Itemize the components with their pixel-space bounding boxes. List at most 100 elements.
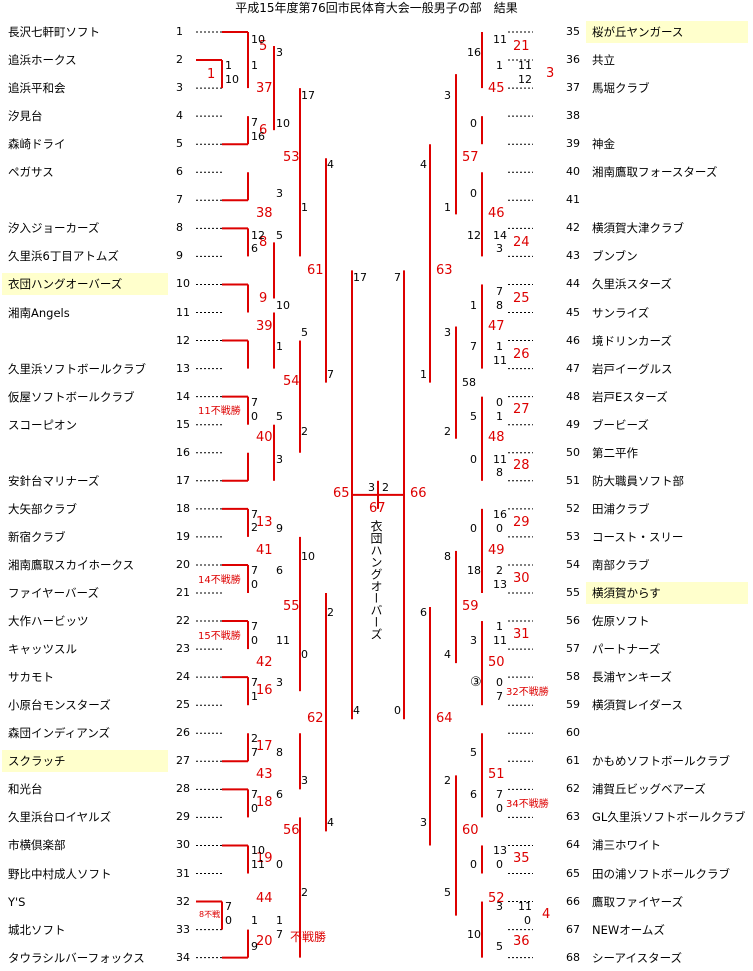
team-seed: 11: [176, 305, 190, 319]
match-label: 3: [276, 187, 283, 200]
team-seed: 26: [176, 726, 190, 740]
team-seed: 22: [176, 614, 190, 628]
team-name: 汐見台: [8, 109, 43, 124]
match-label: 4: [542, 907, 551, 922]
team-seed: 41: [566, 193, 580, 207]
match-label: 54: [283, 374, 300, 389]
team-seed: 3: [176, 81, 183, 95]
team-seed: 2: [176, 53, 183, 67]
match-label: 18: [467, 564, 481, 577]
page-title: 平成15年度第76回市民体育大会一般男子の部 結果: [235, 1, 518, 15]
team-seed: 40: [566, 165, 580, 179]
match-label: 64: [436, 711, 453, 726]
match-label: 45: [488, 81, 505, 96]
team-name: 横須賀からす: [586, 582, 748, 604]
match-label: 15不戦勝: [198, 631, 241, 642]
team-seed: 55: [566, 586, 580, 599]
match-label: 7: [251, 396, 258, 409]
team-seed: 64: [566, 838, 580, 852]
match-label: 1: [225, 59, 232, 72]
team-name: コースト・スリー: [592, 529, 684, 544]
match-label: 46: [488, 206, 505, 221]
match-label: 2: [327, 606, 334, 619]
team-name: 神金: [592, 137, 615, 152]
match-label: 0: [496, 396, 503, 409]
team-name: 湘南鷹取スカイホークス: [8, 557, 135, 572]
team-seed: 18: [176, 501, 190, 515]
match-label: 7: [251, 788, 258, 801]
match-label: 7: [470, 340, 477, 353]
team-name: 岩戸Eスターズ: [592, 389, 668, 404]
match-label: 38: [256, 206, 273, 221]
match-label: 3: [444, 89, 451, 102]
match-label: 0: [225, 914, 232, 927]
team-seed: 9: [176, 249, 183, 263]
match-label: 5: [259, 39, 268, 54]
team-name: かもめソフトボールクラブ: [592, 754, 730, 769]
match-label: 39: [256, 319, 273, 334]
match-label: 11: [493, 453, 507, 466]
match-label: 0: [470, 522, 477, 535]
team-name: 田の浦ソフトボールクラブ: [592, 866, 730, 881]
match-label: 56: [283, 823, 300, 838]
match-label: 8: [496, 466, 503, 479]
team-name: NEWオームズ: [592, 922, 665, 937]
match-label: 6: [276, 788, 283, 801]
match-label: 16: [251, 130, 265, 143]
match-label: 9: [251, 940, 258, 953]
team-name: 大作ハービッツ: [8, 614, 89, 629]
match-label: 11: [518, 900, 532, 913]
team-seed: 12: [176, 333, 190, 347]
match-label: 1: [251, 59, 258, 72]
team-seed: 67: [566, 922, 580, 936]
match-label: 7: [394, 271, 401, 284]
match-label: 6: [420, 606, 427, 619]
team-name: サンライズ: [592, 305, 650, 320]
team-seed: 28: [176, 782, 190, 796]
match-label: 3: [546, 66, 555, 81]
match-label: 0: [394, 704, 401, 717]
team-seed: 7: [176, 193, 183, 207]
match-label: 50: [488, 655, 505, 670]
match-label: 17: [256, 739, 273, 754]
match-label: 59: [462, 599, 479, 614]
match-label: 0: [251, 634, 258, 647]
team-seed: 19: [176, 529, 190, 543]
team-seed: 27: [176, 754, 190, 768]
match-label: 7: [251, 508, 258, 521]
match-label: 26: [513, 347, 530, 362]
match-label: 0: [496, 676, 503, 689]
match-label: 1: [276, 340, 283, 353]
match-label: 7: [225, 900, 232, 913]
match-label: 44: [256, 891, 273, 906]
team-name: Y'S: [8, 894, 26, 909]
team-name: 湘南鷹取フォースターズ: [592, 165, 718, 180]
team-seed: 56: [566, 614, 580, 628]
team-seed: 17: [176, 473, 190, 487]
team-name: 鷹取ファイヤーズ: [592, 894, 684, 909]
match-label: 6: [259, 123, 268, 138]
match-label: 37: [256, 81, 273, 96]
match-label: 0: [496, 858, 503, 871]
team-seed: 37: [566, 81, 580, 95]
team-seed: 25: [176, 698, 190, 712]
match-label: 11: [493, 33, 507, 46]
team-seed: 8: [176, 221, 183, 235]
match-label: 49: [488, 543, 505, 558]
match-label: 10: [301, 550, 315, 563]
team-name: 長沢七軒町ソフト: [8, 25, 100, 39]
match-label: 5: [470, 410, 477, 423]
match-label: 53: [283, 150, 300, 165]
team-seed: 1: [176, 25, 183, 38]
match-label: 0: [496, 802, 503, 815]
match-label: 11: [493, 354, 507, 367]
match-label: 60: [462, 823, 479, 838]
match-label: 1: [251, 690, 258, 703]
team-seed: 62: [566, 782, 580, 796]
team-name: 森崎ドライ: [8, 137, 66, 152]
match-label: 7: [251, 620, 258, 633]
match-label: 10: [251, 844, 265, 857]
match-label: 1: [496, 620, 503, 633]
team-seed: 51: [566, 473, 580, 487]
